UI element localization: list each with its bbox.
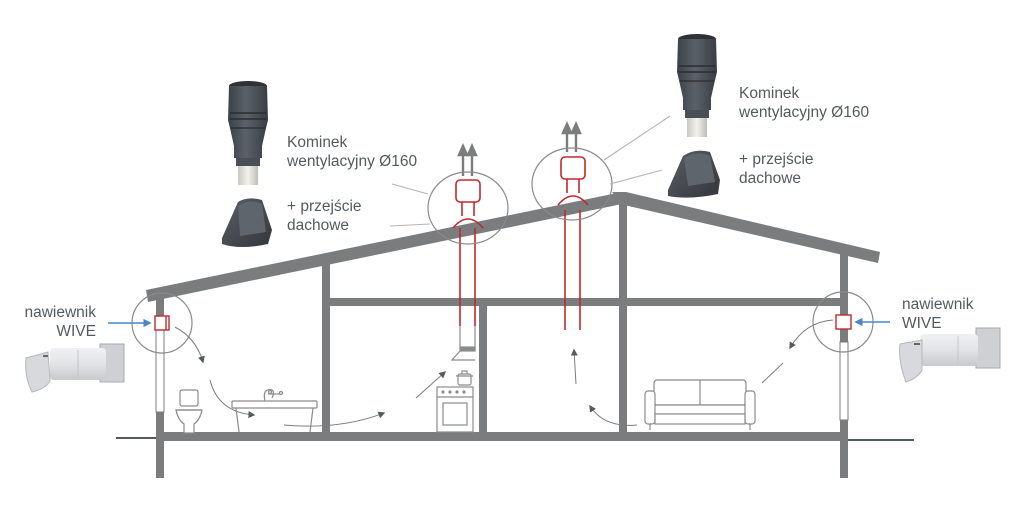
ventilation-chimney-right-image xyxy=(677,34,717,137)
inlet-box-left xyxy=(154,315,170,331)
roof-passage-right-label: + przejście dachowe xyxy=(739,150,814,188)
house-structure xyxy=(116,192,914,478)
airflow-arrows xyxy=(174,319,834,427)
flow-hall-up xyxy=(570,348,578,385)
inlet-right-label: nawiewnik WIVE xyxy=(902,295,974,333)
roof-flashing-right-image xyxy=(668,150,720,198)
chimney-right-label-line1: Kominek xyxy=(739,85,800,102)
interior-wall-1 xyxy=(322,264,330,436)
wive-inlet-left-image xyxy=(25,343,125,393)
roof-passage-right-label-line1: + przejście xyxy=(739,151,814,168)
right-wall-bottom xyxy=(840,420,848,478)
flow-bathroom-in xyxy=(174,326,205,364)
inlet-left-label-line2: WIVE xyxy=(56,323,96,340)
ground-line-right xyxy=(848,439,914,441)
roof-passage-left-label-line1: + przejście xyxy=(287,198,362,215)
chimney-right-label-line2: wentylacyjny Ø160 xyxy=(739,104,870,121)
stove-icon xyxy=(436,370,474,433)
roof-passage-right-label-line2: dachowe xyxy=(739,170,802,187)
inlet-right-label-line1: nawiewnik xyxy=(902,296,974,313)
ceiling xyxy=(326,298,844,306)
leader-lines xyxy=(389,115,671,227)
flow-bathroom-down xyxy=(209,379,256,419)
chimney-right-label: Kominek wentylacyjny Ø160 xyxy=(739,84,869,122)
callout-chimney-left xyxy=(427,171,509,245)
roof-flashing-left-image xyxy=(222,198,272,247)
chimney-left-label-line1: Kominek xyxy=(287,134,348,151)
right-window xyxy=(839,341,849,421)
chimney-left-label: Kominek wentylacyjny Ø160 xyxy=(287,133,417,171)
floor-slab xyxy=(156,432,848,441)
roof-right-slope xyxy=(612,192,880,263)
sofa-icon xyxy=(644,379,756,430)
kitchen-hood xyxy=(450,326,476,361)
left-window xyxy=(155,329,165,413)
flow-living-diag xyxy=(761,362,784,384)
inlet-right-label-line2: WIVE xyxy=(902,315,942,332)
flow-living-to-hall xyxy=(589,404,638,426)
interior-wall-2 xyxy=(479,300,487,436)
flow-kitchen-to-hood xyxy=(415,371,447,399)
flow-inlet-right xyxy=(789,319,834,350)
left-wall-top xyxy=(156,298,164,330)
exhaust-duct-left xyxy=(452,179,484,326)
ventilation-chimney-left-image xyxy=(228,81,268,185)
supply-arrows xyxy=(108,317,890,328)
inlet-box-right xyxy=(835,314,852,330)
bathtub-icon xyxy=(231,389,318,433)
ground-line-left xyxy=(116,437,156,439)
duct-right-cap xyxy=(560,156,586,180)
exhaust-duct-right xyxy=(557,156,589,330)
left-wall-bottom xyxy=(156,412,164,478)
duct-left-cap xyxy=(455,179,481,203)
flow-bathroom-to-kitchen xyxy=(283,411,386,427)
interior-wall-3 xyxy=(619,198,627,436)
roof-left-slope xyxy=(146,192,622,302)
exhaust-outflow-arrows xyxy=(457,121,582,176)
inlet-left-label-line1: nawiewnik xyxy=(24,304,96,321)
wive-inlet-right-image xyxy=(899,327,1001,383)
roof-passage-left-label-line2: dachowe xyxy=(287,217,350,234)
roof-passage-left-label: + przejście dachowe xyxy=(287,197,362,235)
inlet-left-label: nawiewnik WIVE xyxy=(14,303,96,341)
toilet-icon xyxy=(175,389,203,434)
chimney-left-label-line2: wentylacyjny Ø160 xyxy=(287,153,418,170)
